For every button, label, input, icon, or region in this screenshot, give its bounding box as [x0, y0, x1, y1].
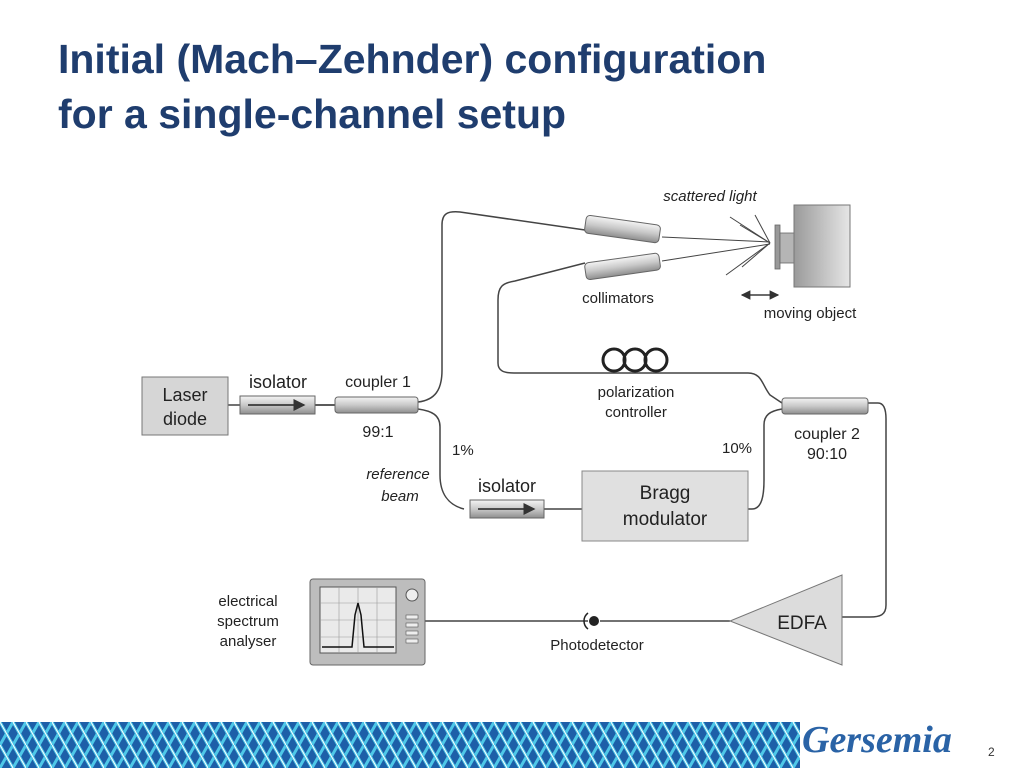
brand-logo: Gersemia [802, 719, 952, 761]
bragg-label-1: Bragg [640, 483, 691, 504]
polarization-controller [601, 347, 669, 373]
laser-diode: Laser diode [141, 376, 229, 436]
collimators: collimators [582, 214, 661, 307]
footer-pattern-band [0, 722, 800, 768]
laser-label-2: diode [163, 409, 207, 429]
laser-label-1: Laser [162, 385, 207, 405]
light-rays [661, 214, 771, 276]
collimators-label: collimators [582, 290, 654, 307]
moving-object-label: moving object [764, 305, 857, 322]
isolator-top: isolator [239, 372, 316, 415]
fiber-paths [228, 211, 887, 622]
bragg-modulator: Bragg modulator [581, 470, 749, 542]
title-line-1: Initial (Mach–Zehnder) configuration [58, 36, 767, 82]
coupler2-label: coupler 2 [794, 426, 860, 443]
coupler-1: coupler 1 99:1 [334, 374, 419, 441]
coupler2-ratio: 90:10 [807, 446, 847, 463]
edfa-label: EDFA [777, 613, 827, 634]
bragg-label-2: modulator [623, 509, 708, 530]
spectrum-analyser [309, 578, 426, 666]
coupler1-label: coupler 1 [345, 374, 411, 391]
polarization-label-1: polarization [598, 384, 675, 401]
esa-label-1: electrical [218, 593, 277, 610]
title-line-2: for a single-channel setup [58, 91, 567, 137]
photodetector-label: Photodetector [550, 637, 643, 654]
photodetector: Photodetector [550, 612, 644, 654]
coupler1-ratio: 99:1 [362, 424, 393, 441]
reference-label-1: reference [366, 466, 429, 483]
esa-label-3: analyser [220, 633, 277, 650]
reference-label-2: beam [381, 488, 419, 505]
page-number: 2 [988, 745, 995, 759]
edfa-amplifier: EDFA [728, 574, 843, 666]
isolator-bottom: isolator [469, 476, 545, 519]
isolator-top-label: isolator [249, 372, 307, 392]
moving-object: moving object [740, 204, 857, 322]
knot-pattern [0, 722, 800, 768]
esa-label-2: spectrum [217, 613, 279, 630]
setup-diagram: Laser diode isolator coupler 1 99:1 1% r… [141, 188, 887, 666]
coupler-2: coupler 2 90:10 [781, 397, 869, 463]
scattered-light-label: scattered light [663, 188, 757, 205]
pct-1-label: 1% [452, 442, 474, 459]
isolator-bottom-label: isolator [478, 476, 536, 496]
slide-title: Initial (Mach–Zehnder) configuration for… [58, 32, 958, 142]
pct-10-label: 10% [722, 440, 752, 457]
polarization-label-2: controller [605, 404, 667, 421]
